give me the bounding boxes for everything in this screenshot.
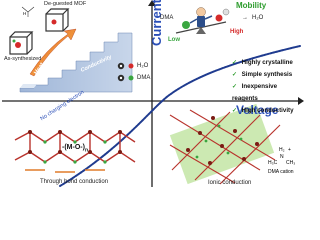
formula-ch3-right: CH₃ xyxy=(286,160,296,166)
formula-ch3-left: H₃C xyxy=(268,160,278,166)
high-label: High xyxy=(230,29,244,35)
dma-icon-h: H xyxy=(23,11,27,16)
formula-n: N xyxy=(280,154,284,160)
formula-plus: + xyxy=(288,147,291,153)
cartoon-person xyxy=(189,7,213,27)
iv-curve xyxy=(59,45,301,187)
degassed-mof-label: De-guested MOF xyxy=(44,1,87,7)
dma-cation-label: DMA cation xyxy=(268,169,294,175)
feature-item: ✓ Simple synthesis xyxy=(232,71,293,78)
green-link-atoms xyxy=(43,140,107,164)
as-synthesized-label: As-synthesized xyxy=(4,56,42,62)
ionic-caption: Ionic conduction xyxy=(208,180,252,186)
low-label: Low xyxy=(168,37,180,43)
graphic-svg xyxy=(2,0,304,187)
formula-h2: H₂ xyxy=(279,147,285,153)
feature-list: ✓ Highly crystalline ✓ Simple synthesis … xyxy=(232,55,304,115)
mof-repeat-label: -(M-O-)n xyxy=(62,144,88,153)
degassed-mof-cube xyxy=(45,8,70,32)
mof-repeat-text: -(M-O-) xyxy=(62,144,85,151)
legend-h2o-label: H₂O xyxy=(137,63,149,69)
h2o-top-label: H₂O xyxy=(252,15,264,21)
mobility-label: Mobility xyxy=(236,1,267,10)
ionic-lattice xyxy=(169,103,281,185)
legend-icons xyxy=(117,62,134,82)
conductivity-staircase xyxy=(19,32,133,93)
current-axis-label: Current xyxy=(148,0,164,46)
mof-repeat-subscript: n xyxy=(84,147,88,154)
dma-cation-formula: H₂ + N H₃C CH₃ DMA cation xyxy=(268,148,302,178)
arrow-glyph: → xyxy=(242,15,248,21)
through-bond-caption: Through bond conduction xyxy=(40,179,109,185)
voltage-axis-label: Voltage xyxy=(236,103,279,117)
framework-nodes xyxy=(28,130,122,154)
feature-item: ✓ Inexpensive reagents xyxy=(232,83,278,102)
dma-top-label: DMA xyxy=(160,15,174,21)
feature-item: ✓ Highly crystalline xyxy=(232,59,293,66)
dma-molecule-icon xyxy=(21,6,35,17)
heat-arrow xyxy=(29,28,77,77)
feature-item: ✓ High conductivity xyxy=(232,107,294,114)
axes xyxy=(2,0,304,187)
as-synthesized-mof-cube xyxy=(9,31,34,55)
legend-dma-label: DMA xyxy=(137,75,151,81)
mobility-seesaw xyxy=(175,8,230,34)
toc-graphic: As-synthesized De-guested MOF Heat Condu… xyxy=(2,0,304,187)
orange-bars xyxy=(25,169,105,173)
